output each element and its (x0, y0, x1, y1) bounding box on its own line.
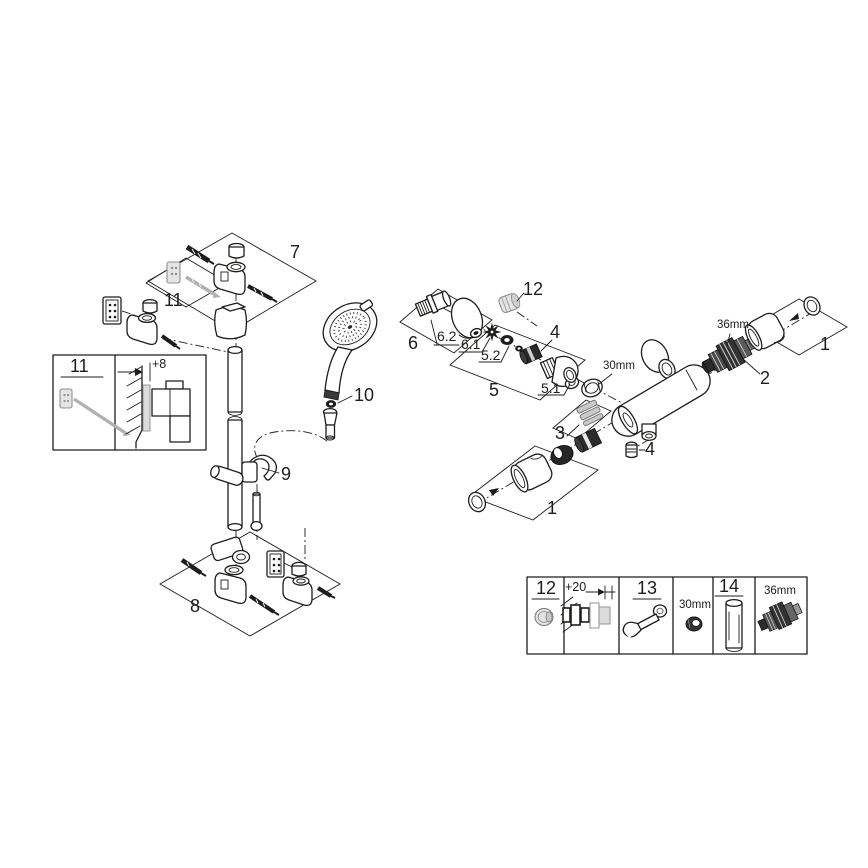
part-label-5-1: 5.1 (541, 380, 561, 396)
thermostat-body (611, 364, 711, 442)
diverter-lamellae-3 (576, 399, 604, 427)
size-label-30mm: 30mm (603, 360, 635, 372)
wall-plug-and-screw-11 (166, 261, 221, 298)
union-nut-30mm (581, 378, 603, 398)
toolbox-label-14: 14 (719, 576, 740, 596)
nut-icon (685, 616, 703, 632)
leader-lines (261, 292, 761, 474)
toolbox-dim-plus20: +20 (565, 580, 587, 594)
toolbox-size-36mm: 36mm (764, 585, 796, 597)
part-label-1-upper: 1 (820, 334, 831, 354)
union-elbow-5 (539, 355, 580, 390)
screw-plug-4-lower (625, 441, 638, 459)
glide-element-9 (210, 454, 278, 532)
part-label-1-lower: 1 (547, 498, 558, 518)
wrench-icon (622, 604, 668, 638)
size-label-36mm: 36mm (717, 319, 749, 331)
hose-washer-10 (325, 400, 337, 408)
toolbox-label-13: 13 (637, 578, 658, 598)
handle-cap-1-lower (467, 488, 499, 513)
star-seal (482, 322, 502, 342)
part-label-12: 12 (523, 279, 544, 299)
part-label-11: 11 (164, 290, 183, 310)
extension-tube-icon (725, 598, 743, 652)
part-label-5-2: 5.2 (481, 347, 501, 363)
handle-housing-1-lower (510, 453, 553, 493)
seals-5-2 (500, 335, 523, 352)
inset-detail-box (52, 354, 207, 451)
part-label-8: 8 (190, 596, 201, 616)
wall-bracket-bottom-assembly (180, 550, 336, 616)
handle-housing-1-upper (744, 312, 785, 351)
grip-ring (550, 445, 574, 465)
toolbox-label-12: 12 (536, 578, 557, 598)
shower-rail (227, 345, 243, 532)
inlet-fitting-6-2 (414, 290, 452, 317)
hand-shower (322, 299, 378, 401)
toolbox (526, 576, 808, 655)
rail-base-elbow (210, 536, 251, 565)
inset-dim-plus8: +8 (152, 357, 167, 371)
body-escutcheons (640, 339, 676, 380)
wall-bracket-second (102, 296, 181, 350)
part-label-4-upper: 4 (550, 322, 561, 342)
part-label-4-lower: 4 (645, 439, 656, 459)
part-label-9: 9 (281, 464, 292, 484)
shower-hose-end (322, 407, 338, 441)
cap-icon (534, 608, 554, 626)
part-label-6-1: 6.1 (461, 336, 481, 352)
part-label-7: 7 (290, 242, 301, 262)
part-label-3: 3 (555, 423, 566, 443)
inset-label-11: 11 (70, 356, 89, 376)
part-label-2: 2 (760, 368, 771, 388)
diverter-adapter (574, 427, 603, 453)
wall-bracket-top-assembly (185, 242, 278, 340)
thermostatic-cartridge-2 (701, 335, 758, 374)
cover-cap-12 (498, 293, 521, 314)
escutcheon-6-1 (450, 297, 484, 339)
extension-drawing (560, 585, 616, 633)
part-label-5: 5 (489, 380, 500, 400)
handle-cap-1-upper (789, 296, 821, 321)
part-label-6: 6 (408, 333, 419, 353)
part-label-6-2: 6.2 (437, 328, 457, 344)
cartridge-icon (757, 601, 803, 632)
sleeve-4-upper (519, 343, 543, 365)
part-label-10: 10 (354, 385, 375, 405)
toolbox-size-30mm: 30mm (679, 599, 711, 611)
